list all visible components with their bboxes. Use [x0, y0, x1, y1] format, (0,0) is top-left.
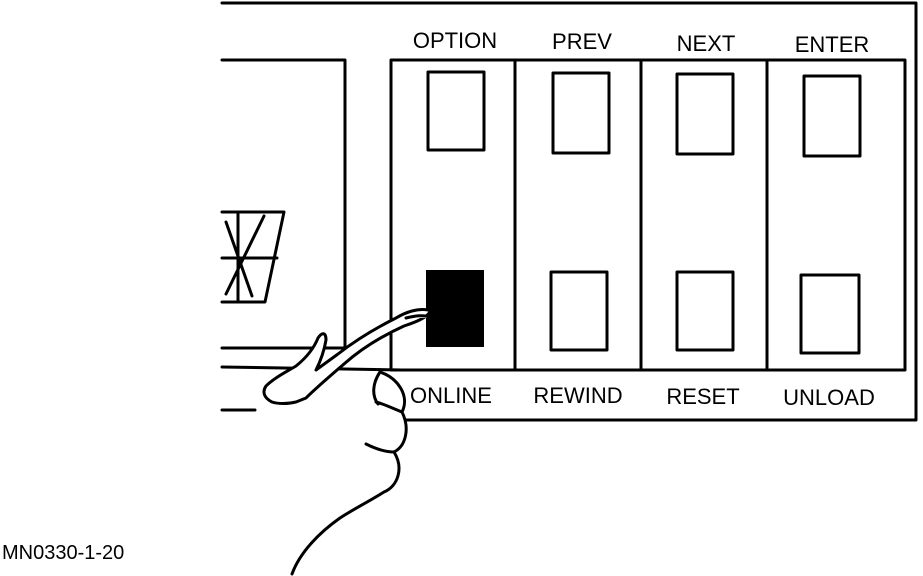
- pointing-hand-icon: [262, 308, 435, 576]
- next-label: NEXT: [676, 31, 736, 56]
- option-button: [426, 70, 486, 152]
- rewind-button: [549, 270, 609, 352]
- reset-label: RESET: [666, 384, 740, 409]
- prev-label: PREV: [552, 29, 612, 54]
- enter-label: ENTER: [794, 32, 870, 57]
- figure-id: MN0330-1-20: [2, 542, 125, 564]
- unload-label: UNLOAD: [783, 385, 875, 410]
- device-bezel: [220, 1, 918, 422]
- display-window: [220, 58, 347, 350]
- reset-button: [675, 270, 735, 352]
- button-bank-frame: [389, 58, 907, 372]
- online-label: ONLINE: [410, 383, 492, 408]
- starburst-indicator-icon: [220, 210, 286, 304]
- next-button: [675, 72, 735, 156]
- unload-button: [799, 273, 861, 355]
- enter-button: [802, 74, 862, 158]
- online-button-pressed: [426, 270, 484, 347]
- rewind-label: REWIND: [533, 383, 623, 408]
- option-label: OPTION: [412, 28, 498, 53]
- prev-button: [551, 71, 611, 155]
